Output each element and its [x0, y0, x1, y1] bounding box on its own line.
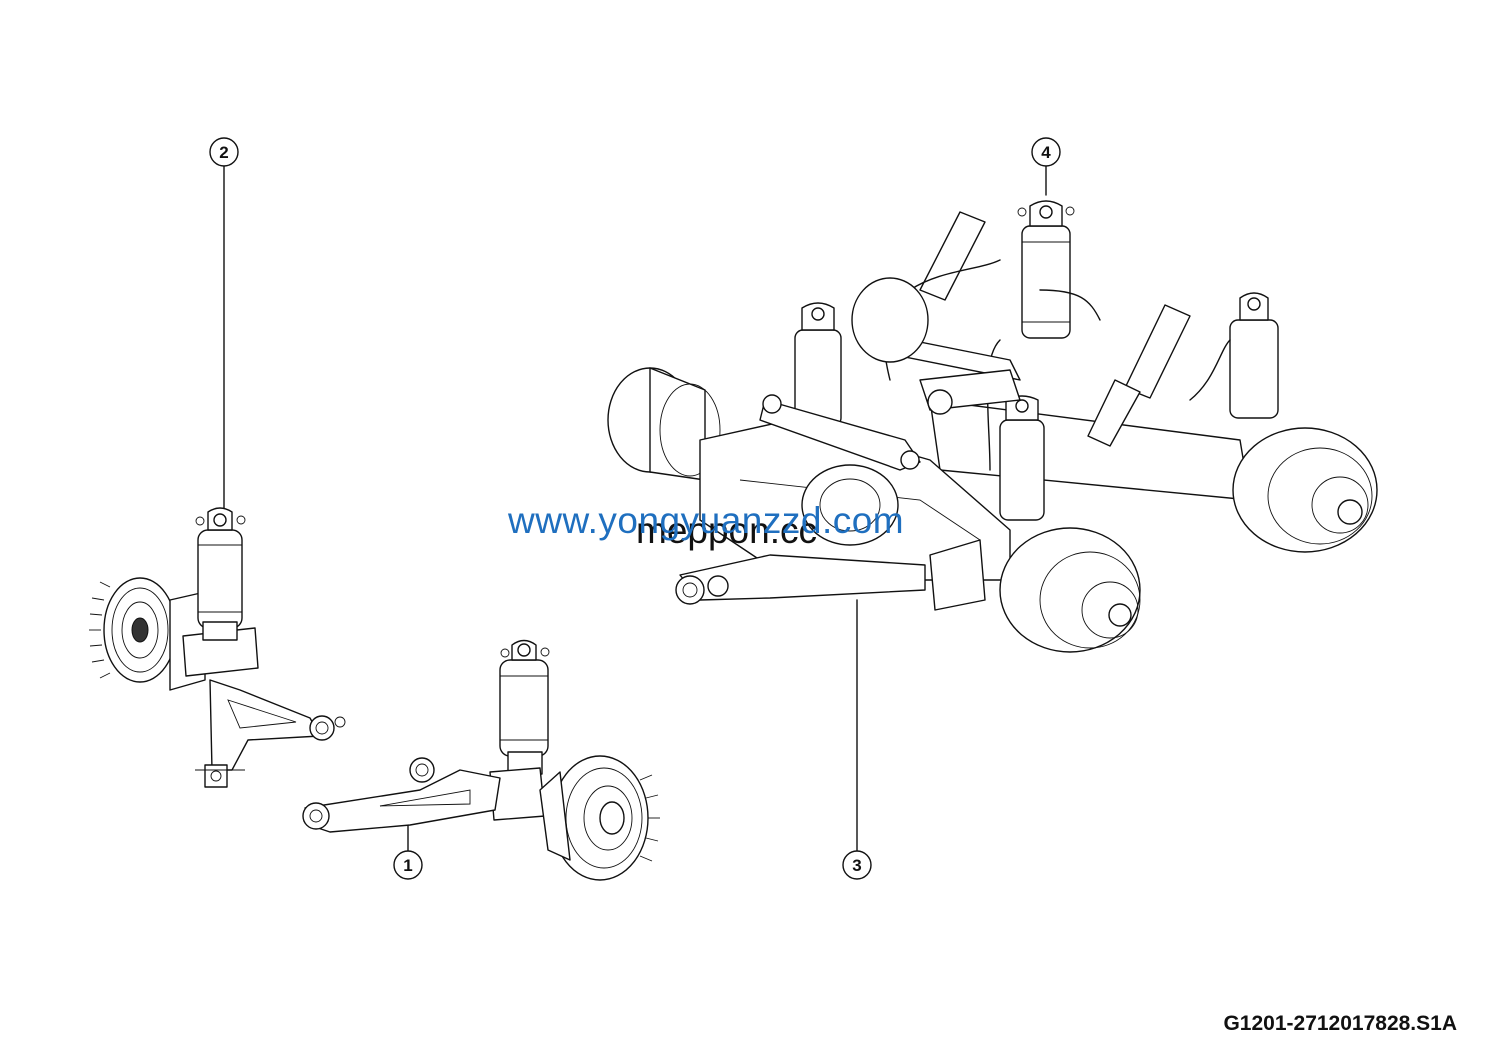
assembly-1-drawing	[302, 639, 660, 881]
callout-4-label: 4	[1041, 143, 1051, 162]
callout-3: 3	[842, 599, 872, 880]
callout-1: 1	[393, 825, 423, 880]
watermark-primary: www.yongyuanzzd.com	[508, 500, 905, 541]
callout-2: 2	[209, 137, 239, 509]
callout-4: 4	[1031, 137, 1061, 196]
assembly-3-drawing	[607, 292, 1378, 653]
drawing-id: G1201-2712017828.S1A	[1223, 1012, 1457, 1035]
watermark-secondary: meppon.cc	[636, 510, 817, 551]
assembly-2-drawing	[89, 507, 346, 788]
callout-3-label: 3	[852, 856, 861, 875]
callout-1-label: 1	[403, 856, 412, 875]
assembly-4-drawing	[851, 200, 1231, 471]
callout-2-label: 2	[219, 143, 228, 162]
